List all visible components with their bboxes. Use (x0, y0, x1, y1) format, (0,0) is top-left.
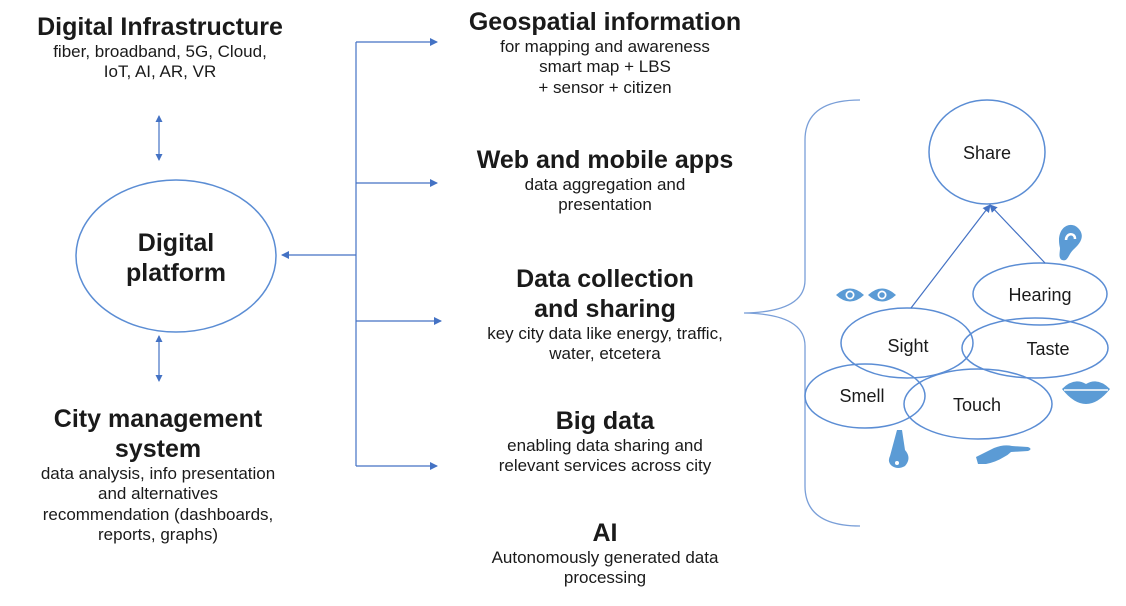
city-line-3: recommendation (dashboards, (42, 504, 274, 524)
infra-title: Digital Infrastructure (37, 13, 283, 41)
connector-lines (281, 38, 442, 470)
taste-ellipse (961, 317, 1109, 379)
brace (743, 99, 861, 527)
infra-block: Digital Infrastructure fiber, broadband,… (0, 12, 320, 83)
city-line-1: data analysis, info presentation (40, 464, 276, 483)
geo-line-2: smart map + LBS (539, 57, 671, 77)
collect-line-1: key city data like energy, traffic, (487, 324, 723, 343)
city-line-2: and alternatives (97, 484, 219, 504)
taste-label: Taste (1026, 339, 1069, 359)
sight-ellipse (840, 307, 974, 379)
geo-line-3: + sensor + citizen (538, 77, 672, 97)
platform-block: Digital platform (96, 228, 256, 288)
hearing-label: Hearing (1008, 285, 1071, 305)
hearing-share-arrow (989, 204, 1046, 264)
web-line-1: data aggregation and (524, 175, 686, 194)
platform-label-1: Digital (137, 229, 215, 257)
bigdata-line-2: relevant services across city (498, 456, 712, 476)
sight-label: Sight (887, 336, 928, 356)
smell-ellipse (804, 363, 926, 429)
ai-block: AI Autonomously generated data processin… (440, 518, 770, 589)
bigdata-title: Big data (555, 407, 655, 435)
touch-label: Touch (953, 395, 1001, 415)
bigdata-line-1: enabling data sharing and (507, 436, 703, 455)
web-line-2: presentation (558, 195, 652, 215)
share-label: Share (963, 143, 1011, 163)
eye-icon (836, 288, 896, 302)
touch-ellipse (903, 368, 1053, 440)
web-block: Web and mobile apps data aggregation and… (440, 145, 770, 216)
ai-line-2: processing (563, 568, 647, 588)
infra-line-1: fiber, broadband, 5G, Cloud, (53, 42, 267, 61)
geo-line-1: for mapping and awareness (500, 37, 710, 56)
city-line-4: reports, graphs) (98, 525, 218, 545)
lips-icon (1062, 381, 1110, 404)
bigdata-block: Big data enabling data sharing and relev… (440, 406, 770, 477)
platform-label-2: platform (126, 259, 226, 287)
collect-title-1: Data collection (516, 265, 694, 293)
city-title-2: system (114, 435, 202, 463)
geo-block: Geospatial information for mapping and a… (440, 7, 770, 98)
infra-line-2: IoT, AI, AR, VR (103, 62, 217, 82)
nose-icon (888, 430, 909, 468)
hearing-ellipse (972, 262, 1108, 326)
city-block: City management system data analysis, in… (0, 404, 316, 546)
collect-block: Data collection and sharing key city dat… (440, 264, 770, 365)
share-ellipse (928, 99, 1046, 205)
geo-title: Geospatial information (468, 8, 742, 36)
collect-line-2: water, etcetera (549, 344, 661, 364)
city-title-1: City management (53, 405, 263, 433)
platform-ellipse (75, 179, 277, 333)
web-title: Web and mobile apps (476, 146, 734, 174)
ai-line-1: Autonomously generated data (491, 548, 719, 567)
smell-label: Smell (839, 386, 884, 406)
ai-title: AI (592, 519, 618, 547)
collect-title-2: and sharing (534, 295, 676, 323)
hand-icon (976, 445, 1031, 464)
sight-share-arrow (910, 204, 991, 309)
ear-icon (1059, 224, 1082, 261)
